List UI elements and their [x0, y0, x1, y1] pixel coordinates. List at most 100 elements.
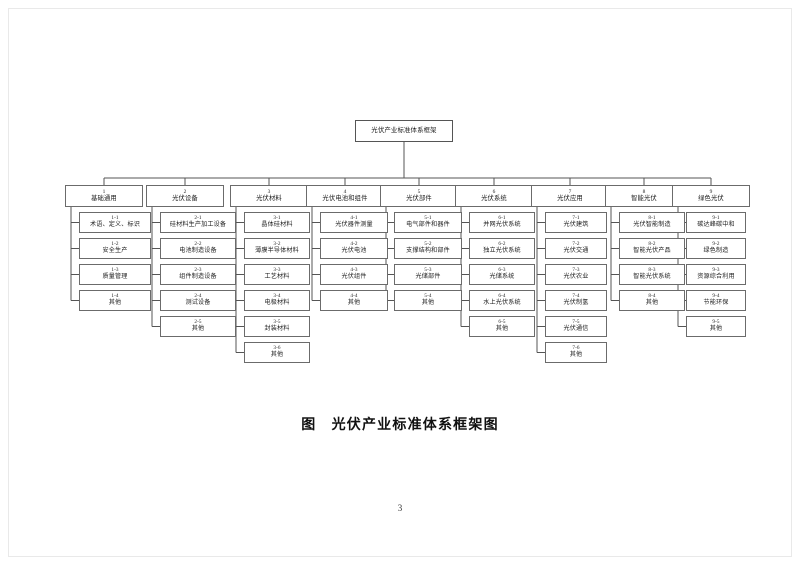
node-code: 7-6	[572, 345, 580, 352]
node-code: 7	[568, 188, 572, 195]
node-code: 6-4	[498, 293, 506, 300]
node-label: 智能光伏	[631, 195, 657, 203]
node-code: 2-5	[194, 319, 202, 326]
node-label: 光伏系统	[481, 195, 507, 203]
node-label: 其他	[709, 325, 723, 332]
node-code: 6-1	[498, 215, 506, 222]
node-code: 3-6	[273, 345, 281, 352]
root-node: 光伏产业标准体系框架	[355, 120, 453, 142]
node-label: 薄膜半导体材料	[255, 247, 299, 254]
node-code: 6-5	[498, 319, 506, 326]
node-label: 光伏交通	[563, 247, 589, 254]
node-code: 5-2	[424, 241, 432, 248]
node-label: 术语、定义、标识	[90, 221, 140, 228]
node-code: 9-3	[712, 267, 720, 274]
node-code: 7-3	[572, 267, 580, 274]
node-label: 光伏建筑	[563, 221, 589, 228]
node-label: 光伏应用	[557, 195, 583, 203]
node-label: 光伏材料	[256, 195, 282, 203]
node-label: 测试设备	[185, 299, 211, 306]
node-label: 安全生产	[102, 247, 128, 254]
node-label: 光伏器件测量	[335, 221, 373, 228]
node-label: 智能光伏系统	[633, 273, 671, 280]
node-label: 其他	[347, 299, 361, 306]
node-code: 5-4	[424, 293, 432, 300]
node-code: 3-5	[273, 319, 281, 326]
node-label: 硅材料生产加工设备	[169, 221, 227, 228]
node-code: 7-2	[572, 241, 580, 248]
node-label: 其他	[270, 351, 284, 358]
node-label: 资源综合利用	[697, 273, 735, 280]
node-code: 5-3	[424, 267, 432, 274]
node-code: 2	[183, 188, 187, 195]
node-label: 智能光伏产品	[633, 247, 671, 254]
node-code: 7-1	[572, 215, 580, 222]
node-label: 其他	[108, 299, 122, 306]
node-code: 8-2	[648, 241, 656, 248]
node-code: 7-4	[572, 293, 580, 300]
node-code: 3-1	[273, 215, 281, 222]
node-label: 其他	[569, 351, 583, 358]
node-code: 8-1	[648, 215, 656, 222]
node-code: 1-2	[111, 241, 119, 248]
node-label: 光伏制氢	[563, 299, 589, 306]
node-label: 基础通用	[91, 195, 117, 203]
node-label: 光储系统	[489, 273, 515, 280]
node-code: 6	[492, 188, 496, 195]
node-label: 电气部件和器件	[406, 221, 450, 228]
node-code: 4-3	[350, 267, 358, 274]
node-label: 其他	[495, 325, 509, 332]
node-code: 4-2	[350, 241, 358, 248]
node-code: 4	[343, 188, 347, 195]
node-code: 1-1	[111, 215, 119, 222]
node-label: 光伏通信	[563, 325, 589, 332]
node-label: 碳达峰碳中和	[697, 221, 735, 228]
node-code: 3-3	[273, 267, 281, 274]
node-label: 光伏部件	[406, 195, 432, 203]
node-label: 组件制造设备	[179, 273, 217, 280]
node-label: 光伏农业	[563, 273, 589, 280]
node-code: 6-2	[498, 241, 506, 248]
node-label: 支撑结构和部件	[406, 247, 450, 254]
node-code: 9-5	[712, 319, 720, 326]
node-label: 光伏组件	[341, 273, 367, 280]
node-code: 1-4	[111, 293, 119, 300]
node-label: 绿色制造	[703, 247, 729, 254]
